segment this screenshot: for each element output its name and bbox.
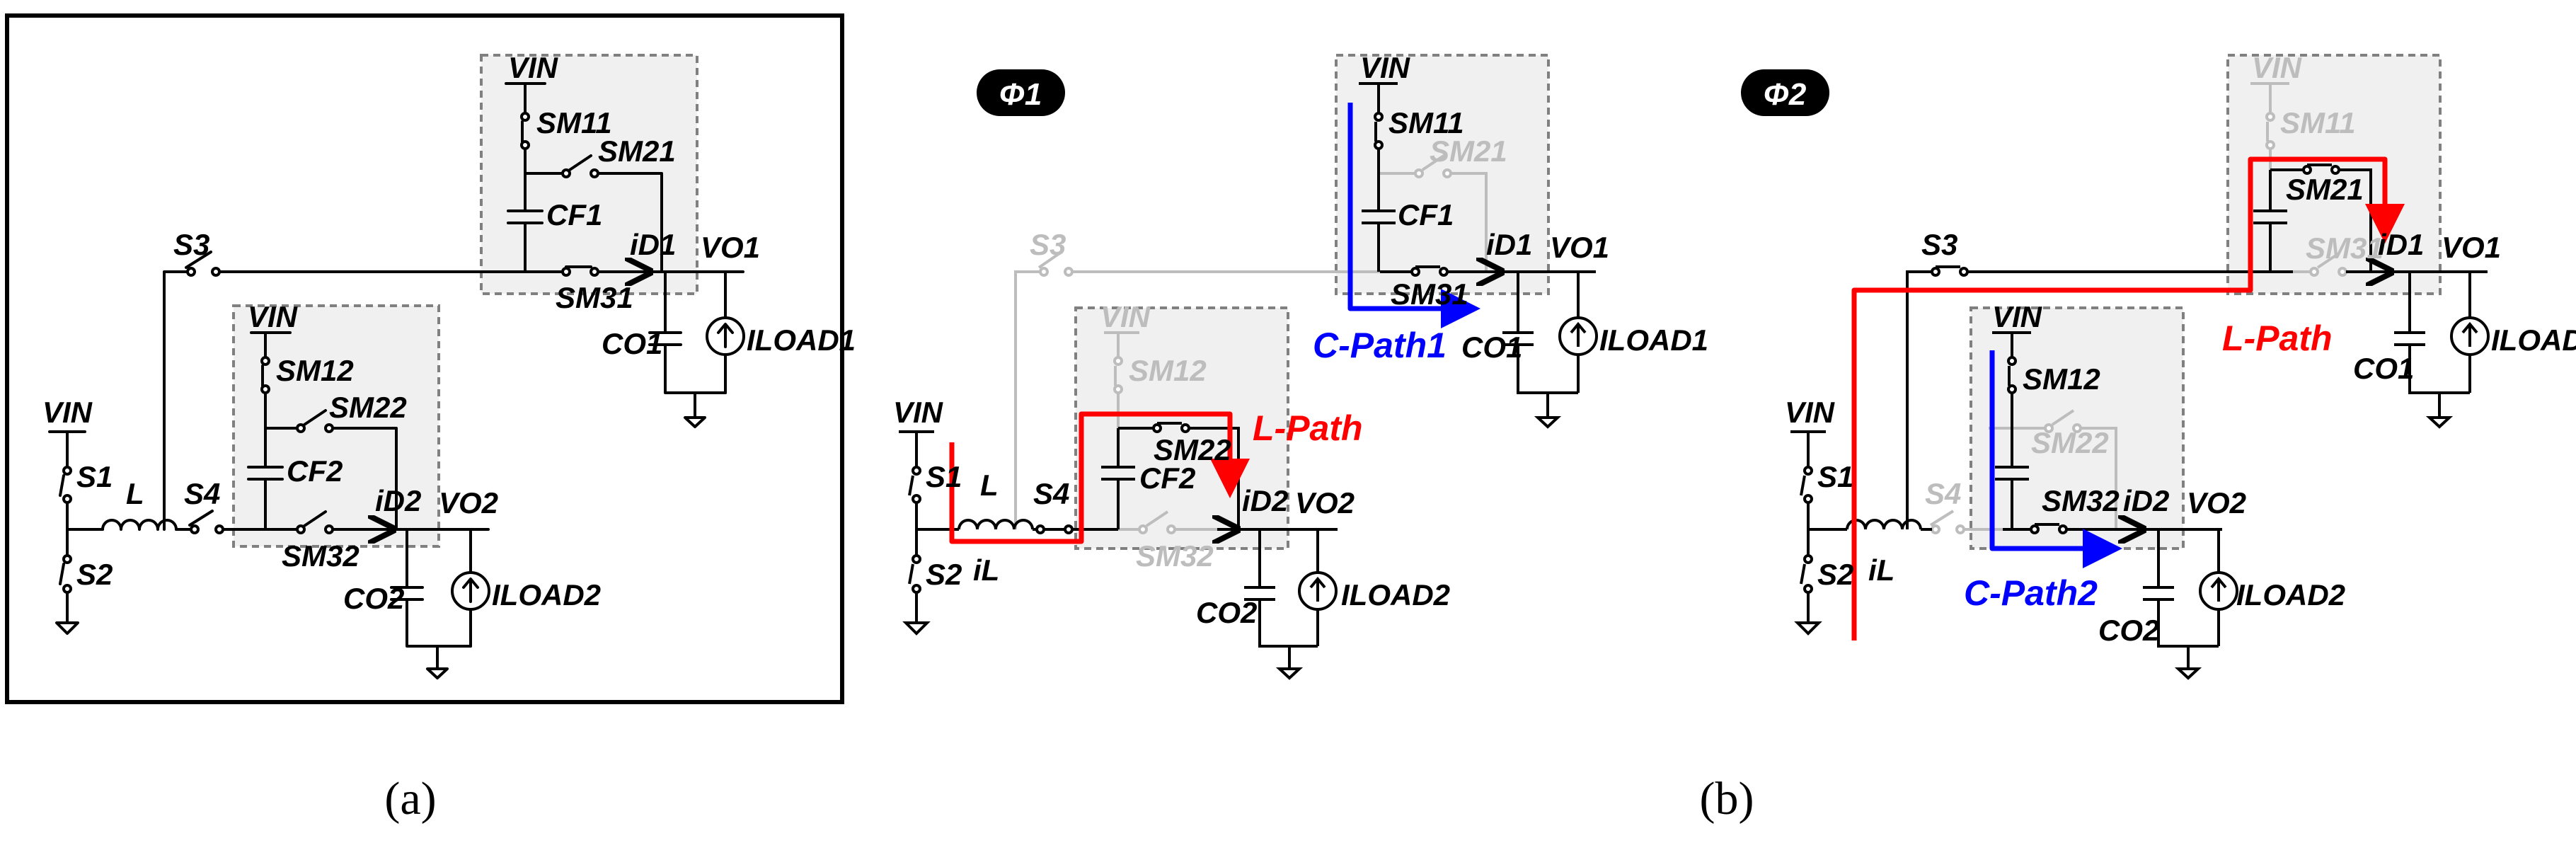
b1-s3: S3	[1030, 228, 1066, 261]
b1-l: L	[980, 469, 999, 502]
a-sm21: SM21	[598, 134, 676, 168]
b1-s1: S1	[926, 460, 962, 493]
phi2-l-path-trace	[1851, 156, 2405, 641]
b2-sm22: SM22	[2031, 426, 2109, 459]
a-iload1: ILOAD1	[747, 323, 856, 357]
b2-sm32: SM32	[2042, 484, 2120, 517]
a-id2: iD2	[375, 484, 421, 517]
a-vin-left: VIN	[42, 396, 93, 429]
b2-vin-left: VIN	[1785, 396, 1836, 429]
a-s1: S1	[76, 460, 113, 493]
b1-sm21: SM21	[1430, 134, 1507, 168]
b2-id1: iD1	[2378, 228, 2424, 261]
phi1-l-path-trace	[949, 411, 1250, 544]
b2-sm31: SM31	[2306, 231, 2384, 265]
b1-co2: CO2	[1196, 596, 1257, 629]
panel-a: VIN S1 S2 L S4 S3 VIN SM11 SM21 CF1 SM31…	[5, 13, 856, 704]
a-vin-2: VIN	[248, 300, 299, 333]
b1-vo1: VO1	[1550, 231, 1609, 264]
b2-s3: S3	[1921, 228, 1957, 261]
a-sm22: SM22	[329, 391, 407, 424]
b2-sm21: SM21	[2286, 173, 2364, 206]
a-sm12: SM12	[276, 354, 354, 387]
b1-vo2: VO2	[1295, 486, 1355, 519]
a-l: L	[126, 477, 144, 510]
b1-iload1: ILOAD1	[1599, 323, 1708, 357]
b1-co1: CO1	[1461, 331, 1522, 364]
phi1-l-path-label: L-Path	[1253, 408, 1363, 448]
b2-vo2: VO2	[2187, 486, 2246, 519]
b2-sm11: SM11	[2280, 106, 2356, 139]
b1-sm31: SM31	[1391, 277, 1468, 311]
panel-b-phi1: Φ1	[893, 51, 1708, 680]
module-box-2	[232, 304, 440, 548]
a-s2: S2	[76, 558, 113, 591]
b1-s2: S2	[926, 558, 962, 591]
a-cf1: CF1	[546, 198, 602, 231]
a-sm32: SM32	[282, 539, 360, 573]
phi1-label: Φ1	[999, 77, 1042, 112]
b2-co2: CO2	[2098, 614, 2159, 647]
phi1-c-path-trace	[1347, 103, 1480, 328]
phi1-c-path1-label: C-Path1	[1313, 326, 1447, 365]
a-vo2: VO2	[439, 486, 498, 519]
b2-il: iL	[1868, 553, 1894, 587]
b2-co1: CO1	[2353, 352, 2414, 385]
b1-id2: iD2	[1242, 484, 1288, 517]
phi2-c-path-trace	[1989, 350, 2122, 568]
a-co1: CO1	[602, 327, 662, 360]
a-cf2: CF2	[287, 454, 343, 488]
b2-iload2: ILOAD2	[2236, 578, 2345, 611]
b2-id2: iD2	[2123, 484, 2169, 517]
phi2-l-path-label: L-Path	[2222, 318, 2333, 358]
phi2-module-box-1	[2226, 54, 2442, 295]
b1-cf1: CF1	[1398, 198, 1454, 231]
b1-vin-left: VIN	[893, 396, 944, 429]
a-co2: CO2	[343, 582, 404, 615]
b1-sm22: SM22	[1154, 433, 1231, 466]
caption-b: (b)	[1700, 773, 1754, 825]
phi1-badge	[977, 69, 1065, 116]
b1-id1: iD1	[1486, 228, 1532, 261]
b2-vin-1: VIN	[2252, 51, 2303, 84]
a-s3: S3	[173, 228, 209, 261]
b2-s1: S1	[1817, 460, 1853, 493]
b1-iload2: ILOAD2	[1341, 578, 1450, 611]
b1-vin-2: VIN	[1100, 300, 1151, 333]
a-iload2: ILOAD2	[492, 578, 601, 611]
a-s4: S4	[184, 477, 220, 510]
phi2-badge	[1741, 69, 1829, 116]
b2-vo1: VO1	[2442, 231, 2501, 264]
b1-sm32: SM32	[1136, 539, 1214, 573]
b2-s2: S2	[1817, 558, 1853, 591]
panel-a-frame	[5, 13, 844, 704]
a-sm11: SM11	[536, 106, 612, 139]
b1-vin-1: VIN	[1360, 51, 1411, 84]
b1-cf2: CF2	[1139, 461, 1195, 495]
b2-s4: S4	[1925, 477, 1961, 510]
b1-s4: S4	[1033, 477, 1069, 510]
phi2-label: Φ2	[1764, 77, 1807, 112]
a-id1: iD1	[630, 228, 676, 261]
caption-a: (a)	[384, 773, 436, 825]
b1-sm12: SM12	[1129, 354, 1207, 387]
panel-b-phi2: Φ2	[1741, 51, 2576, 680]
a-vin-1: VIN	[508, 51, 559, 84]
b1-sm11: SM11	[1388, 106, 1464, 139]
b1-il: iL	[973, 553, 999, 587]
b2-vin-2: VIN	[1992, 300, 2043, 333]
b2-sm12: SM12	[2023, 362, 2100, 396]
a-sm31: SM31	[556, 281, 633, 314]
b2-iload1: ILOAD1	[2491, 323, 2576, 357]
phi2-c-path2-label: C-Path2	[1964, 573, 2098, 613]
phi1-module-box-1	[1335, 54, 1550, 295]
a-vo1: VO1	[701, 231, 760, 264]
